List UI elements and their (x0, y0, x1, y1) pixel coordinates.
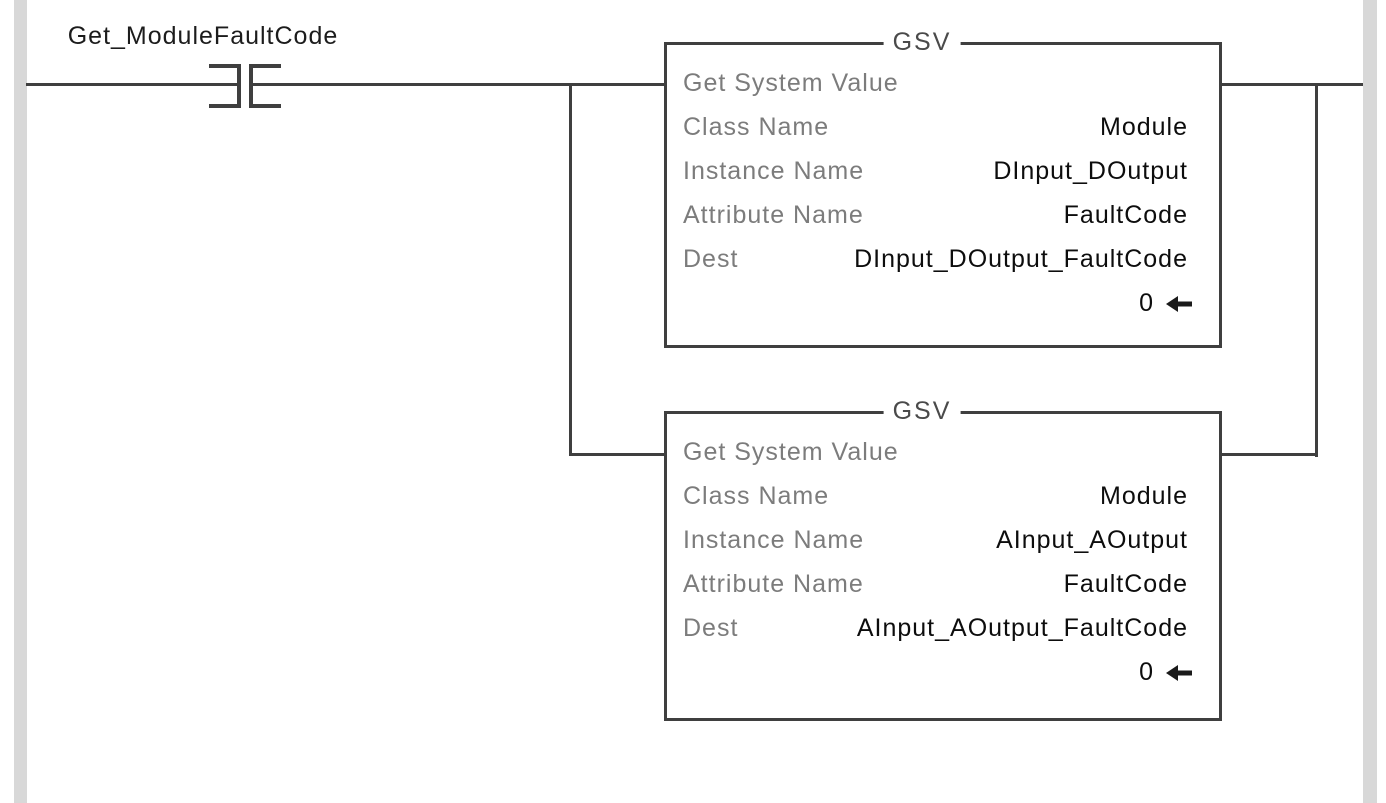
contact-right-top-arm (249, 64, 281, 68)
contact-left-bar (237, 64, 241, 108)
param-label: Class Name (683, 482, 830, 510)
instruction-title: Get System Value (683, 69, 899, 97)
param-label: Dest (683, 614, 739, 642)
param-label: Instance Name (683, 157, 865, 185)
branch-wire-bottom-right (1219, 453, 1318, 456)
param-row-instance-name: Instance Name AInput_AOutput (683, 524, 1188, 556)
rung-wire-middle (253, 83, 666, 86)
param-row-dest: Dest AInput_AOutput_FaultCode (683, 612, 1188, 644)
result-value: 0 (1139, 658, 1154, 686)
branch-wire-down-right (1315, 83, 1318, 457)
param-value[interactable]: AInput_AOutput_FaultCode (856, 614, 1188, 642)
gsv-mnemonic-label: GSV (883, 28, 961, 57)
param-label: Attribute Name (683, 201, 864, 229)
contact-left-top-arm (209, 64, 241, 68)
contact-right-bar (249, 64, 253, 108)
result-value: 0 (1139, 289, 1154, 317)
branch-wire-down-left (569, 83, 572, 456)
param-value[interactable]: AInput_AOutput (996, 526, 1188, 554)
contact-left-bottom-arm (209, 104, 241, 108)
param-row-attribute-name: Attribute Name FaultCode (683, 568, 1188, 600)
right-power-rail (1363, 0, 1377, 803)
gsv-instruction-block-1[interactable]: GSV Get System Value Class Name Module I… (664, 28, 1222, 348)
param-row-attribute-name: Attribute Name FaultCode (683, 199, 1188, 231)
left-arrow-icon (1166, 296, 1192, 312)
param-row-dest: Dest DInput_DOutput_FaultCode (683, 243, 1188, 275)
rung-wire-left (26, 83, 238, 86)
rung-wire-right (1219, 83, 1363, 86)
contact-tag-label[interactable]: Get_ModuleFaultCode (67, 22, 339, 50)
left-arrow-icon (1166, 665, 1192, 681)
instruction-title: Get System Value (683, 438, 899, 466)
result-row: 0 (683, 656, 1192, 688)
param-value[interactable]: DInput_DOutput_FaultCode (854, 245, 1188, 273)
gsv-instruction-block-2[interactable]: GSV Get System Value Class Name Module I… (664, 397, 1222, 721)
left-power-rail (14, 0, 27, 803)
contact-right-bottom-arm (249, 104, 281, 108)
branch-wire-bottom-left (569, 453, 667, 456)
param-label: Attribute Name (683, 570, 864, 598)
param-value[interactable]: DInput_DOutput (993, 157, 1188, 185)
gsv-mnemonic-label: GSV (883, 397, 961, 426)
param-row-class-name: Class Name Module (683, 480, 1188, 512)
param-row-class-name: Class Name Module (683, 111, 1188, 143)
param-label: Class Name (683, 113, 830, 141)
param-value[interactable]: Module (1100, 113, 1188, 141)
param-value[interactable]: FaultCode (1063, 570, 1188, 598)
param-row-instance-name: Instance Name DInput_DOutput (683, 155, 1188, 187)
result-row: 0 (683, 287, 1192, 319)
param-label: Dest (683, 245, 739, 273)
param-label: Instance Name (683, 526, 865, 554)
param-value[interactable]: Module (1100, 482, 1188, 510)
param-value[interactable]: FaultCode (1063, 201, 1188, 229)
